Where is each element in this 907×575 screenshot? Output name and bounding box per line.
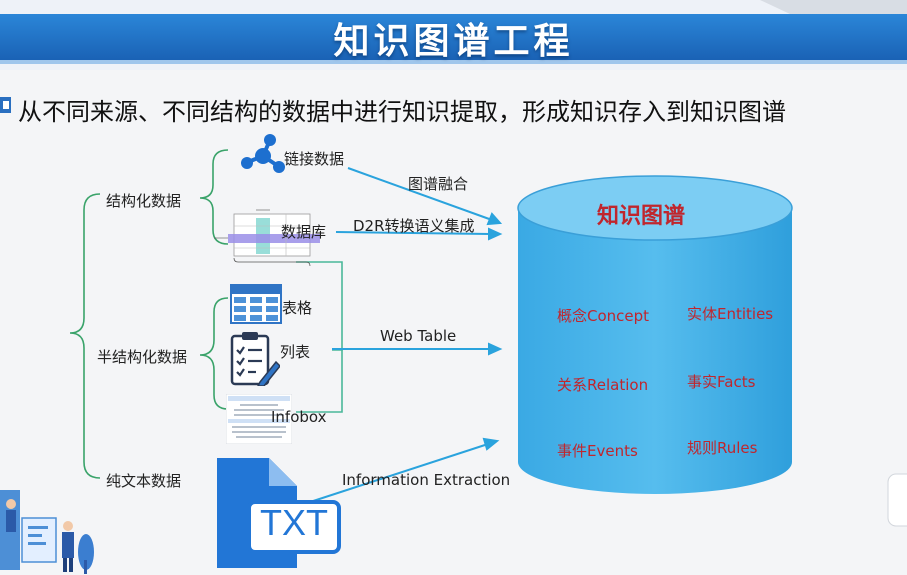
flow-graph-fusion: 图谱融合 [408, 175, 469, 193]
txt-file-icon [217, 458, 341, 568]
kg-item-entities: 实体Entities [687, 305, 774, 323]
database-relation-diagram [214, 209, 320, 267]
source-table: 表格 [282, 299, 313, 317]
kg-item-events: 事件Events [557, 442, 638, 460]
linked-data-icon [241, 134, 285, 173]
bullet-icon [0, 97, 11, 113]
kg-item-relation: 关系Relation [557, 376, 649, 394]
source-linked-data: 链接数据 [284, 150, 345, 168]
knowledge-graph-title: 知识图谱 [597, 204, 686, 229]
title-banner [0, 0, 907, 70]
category-plain-text: 纯文本数据 [106, 472, 182, 490]
source-infobox: Infobox [271, 408, 327, 426]
flow-info-extraction: Information Extraction [342, 471, 511, 489]
infobox-thumbnail [226, 394, 292, 444]
side-panel-handle[interactable] [884, 470, 907, 530]
category-semi-structured: 半结构化数据 [97, 348, 188, 366]
kg-item-facts: 事实Facts [687, 373, 756, 391]
source-list: 列表 [280, 343, 311, 361]
category-structured: 结构化数据 [106, 192, 182, 210]
kg-item-rules: 规则Rules [687, 439, 758, 457]
flow-web-table: Web Table [380, 327, 457, 345]
source-database: 数据库 [281, 223, 327, 241]
headline: 从不同来源、不同结构的数据中进行知识提取，形成知识存入到知识图谱 [18, 98, 786, 126]
kg-item-concept: 概念Concept [557, 307, 650, 325]
people-illustration [0, 490, 94, 574]
knowledge-graph-cylinder [517, 175, 793, 494]
slide-title: 知识图谱工程 [333, 21, 574, 62]
list-icon [230, 332, 280, 386]
txt-icon-label: TXT [260, 502, 328, 543]
table-icon [230, 284, 282, 324]
flow-d2r: D2R转换语义集成 [353, 217, 475, 235]
